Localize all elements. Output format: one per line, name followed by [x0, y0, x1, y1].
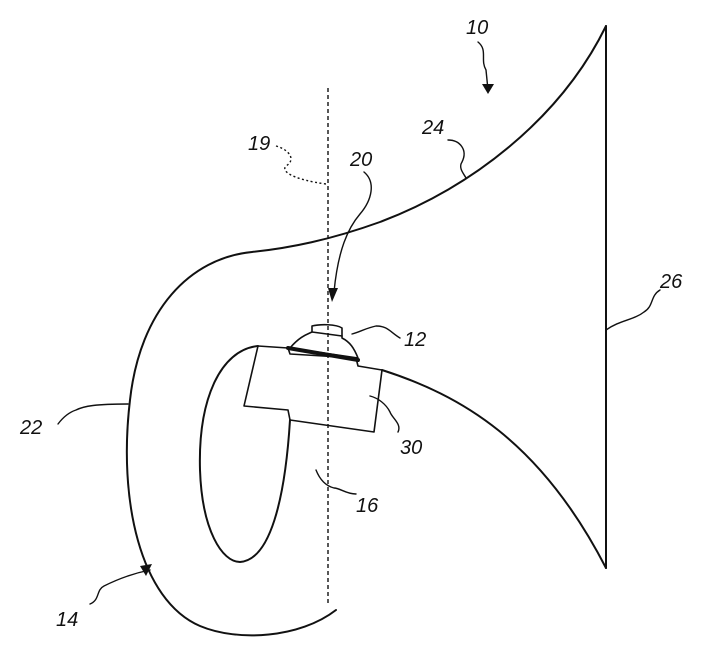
label-14: 14	[56, 609, 78, 631]
label-20: 20	[349, 149, 372, 171]
driver-unit	[289, 323, 359, 359]
label-10: 10	[466, 17, 488, 39]
lower-flare-wall	[381, 369, 607, 569]
coupler-block	[243, 345, 383, 433]
arrow-10	[482, 84, 494, 94]
label-26: 26	[659, 271, 683, 293]
leader-16	[315, 469, 357, 495]
driver-diaphragm-plate	[286, 346, 360, 362]
driver-cap-line	[311, 331, 343, 337]
leader-22	[57, 403, 129, 425]
label-16: 16	[356, 495, 379, 517]
label-24: 24	[421, 117, 444, 139]
arrow-20	[328, 288, 338, 302]
label-30: 30	[400, 437, 422, 459]
leader-24	[447, 139, 467, 179]
leader-12	[351, 325, 401, 339]
leader-20	[333, 171, 372, 293]
leader-10	[477, 41, 489, 91]
label-12: 12	[404, 329, 426, 351]
upper-flare-wall	[125, 25, 607, 637]
inner-spiral-loop	[198, 345, 291, 563]
arrow-14	[140, 564, 152, 576]
leader-30	[369, 395, 400, 433]
label-19: 19	[248, 133, 270, 155]
label-22: 22	[19, 417, 42, 439]
leader-14	[89, 569, 151, 605]
leader-19	[275, 145, 327, 185]
leader-26	[605, 289, 661, 331]
